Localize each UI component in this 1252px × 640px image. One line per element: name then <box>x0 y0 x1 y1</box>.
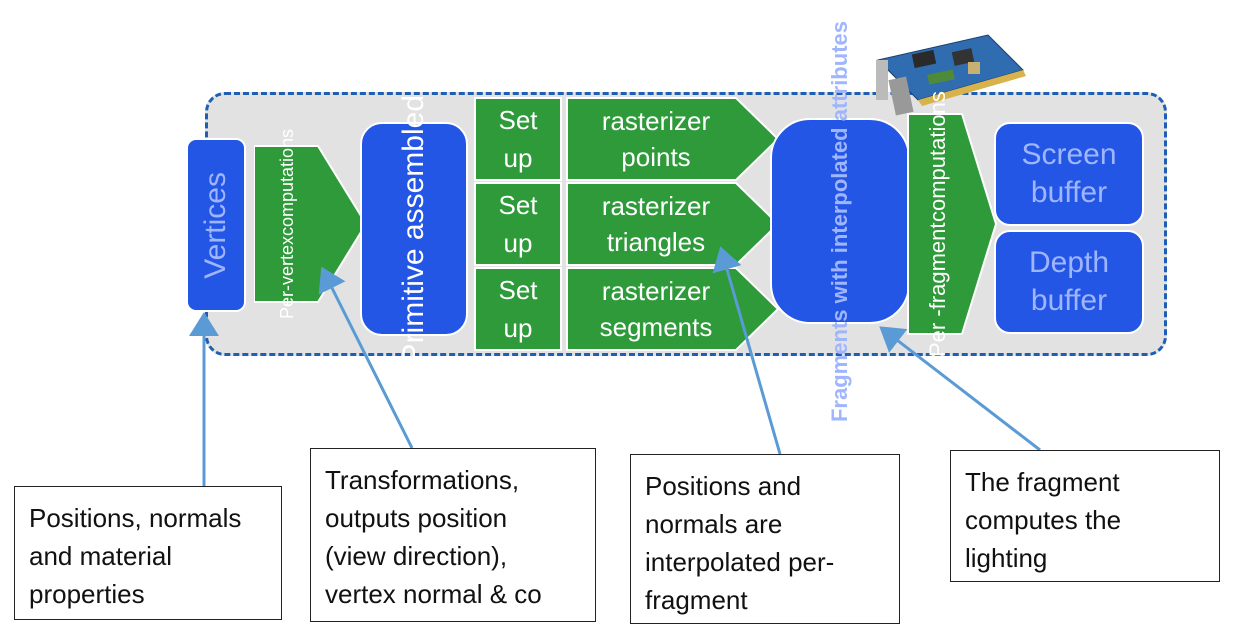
setup-line-1: Set <box>498 275 538 305</box>
arrow-to-fragments <box>879 326 1041 452</box>
note-transform-line-2: outputs position <box>325 503 508 533</box>
note-lighting: The fragment computes the lighting <box>950 450 1220 582</box>
setup-line-1: Set <box>498 190 538 220</box>
screen-buffer-line-1: Screen <box>1021 138 1117 171</box>
note-interpolated-line-4: fragment <box>645 585 748 615</box>
note-transform-line-4: vertex normal & co <box>325 579 542 609</box>
rasterizer-segments-arrow: rasterizer segments <box>566 267 780 351</box>
rasterizer-points-arrow: rasterizer points <box>566 97 780 181</box>
gpu-card-icon <box>868 30 1028 125</box>
rasterizer-segments-line-1: rasterizer <box>601 276 711 306</box>
rasterizer-triangles-label: rasterizer triangles <box>566 182 746 266</box>
note-transform: Transformations, outputs position (view … <box>310 448 596 622</box>
note-interpolated-line-3: interpolated per- <box>645 547 835 577</box>
note-transform-line-1: Transformations, <box>325 465 520 495</box>
note-interpolated-line-2: normals are <box>645 509 783 539</box>
rasterizer-points-line-1: rasterizer <box>601 106 711 136</box>
note-interpolated: Positions and normals are interpolated p… <box>630 454 900 624</box>
note-lighting-line-3: lighting <box>965 543 1048 573</box>
rasterizer-segments-label: rasterizer segments <box>566 267 746 351</box>
rasterizer-triangles-line-2: triangles <box>606 227 706 257</box>
per-fragment-arrow: Per -fragment computations <box>906 91 998 357</box>
setup-box-points: Set up <box>474 97 562 181</box>
depth-buffer-line-1: Depth <box>1028 246 1110 279</box>
setup-line-1: Set <box>498 105 538 135</box>
primitive-assembled-block: Primitive assembled <box>360 95 468 363</box>
per-vertex-arrow: Per-vertex computations <box>253 129 370 319</box>
rasterizer-segments-line-2: segments <box>599 312 713 342</box>
vertices-block: Vertices <box>186 138 246 312</box>
setup-line-2: up <box>503 143 533 173</box>
note-vertices-line-2: and material <box>29 541 173 571</box>
rasterizer-points-label: rasterizer points <box>566 97 746 181</box>
screen-buffer-line-2: buffer <box>1030 176 1108 209</box>
depth-buffer-line-2: buffer <box>1030 284 1108 317</box>
arrow-to-rasterizer-triangles <box>712 246 782 455</box>
screen-buffer-block: Screen buffer <box>994 122 1144 226</box>
note-transform-line-3: (view direction), <box>325 541 508 571</box>
rasterizer-points-line-2: points <box>621 142 691 172</box>
rasterizer-triangles-arrow: rasterizer triangles <box>566 182 780 266</box>
note-lighting-line-2: computes the <box>965 505 1122 535</box>
note-vertices: Positions, normals and material properti… <box>14 486 282 620</box>
setup-box-triangles: Set up <box>474 182 562 266</box>
note-lighting-line-1: The fragment <box>965 467 1120 497</box>
depth-buffer-block: Depth buffer <box>994 230 1144 334</box>
fragments-block: Fragments with interpolated attributes <box>770 21 910 422</box>
arrow-to-per-vertex <box>318 266 414 449</box>
setup-line-2: up <box>503 228 533 258</box>
note-vertices-line-1: Positions, normals <box>29 503 242 533</box>
note-vertices-line-3: properties <box>29 579 145 609</box>
setup-line-2: up <box>503 313 533 343</box>
setup-box-segments: Set up <box>474 267 562 351</box>
note-interpolated-line-1: Positions and <box>645 471 802 501</box>
rasterizer-triangles-line-1: rasterizer <box>601 191 711 221</box>
